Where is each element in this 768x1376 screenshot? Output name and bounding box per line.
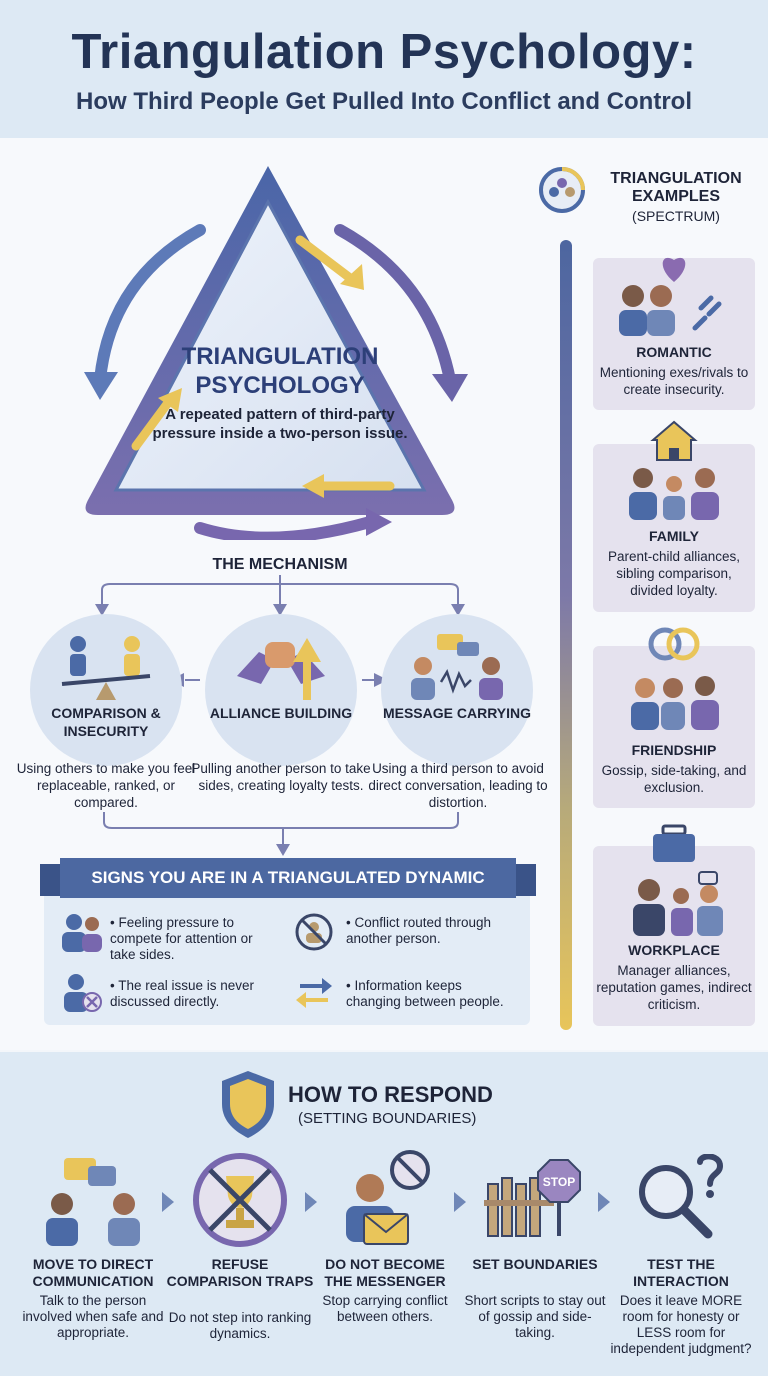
step-description: Talk to the person involved when safe an… (22, 1293, 164, 1340)
inner-arrow-left (131, 395, 175, 451)
mechanism-comparison: COMPARISON & INSECURITY (30, 614, 182, 766)
step-title: REFUSE COMPARISON TRAPS (166, 1256, 314, 1289)
conversation-icon (46, 1158, 140, 1246)
page-title: Triangulation Psychology: (71, 25, 697, 79)
mechanism-label: ALLIANCE BUILDING (209, 705, 353, 721)
step-chevron (454, 1192, 466, 1212)
step-description: Does it leave MORE room for honesty or L… (610, 1293, 752, 1356)
mechanism-alliance: ALLIANCE BUILDING (205, 614, 357, 766)
mechanism-label: MESSAGE CARRYING (382, 705, 532, 721)
mechanism-description: Using others to make you feel replaceabl… (16, 761, 196, 810)
example-label: ROMANTIC (636, 344, 712, 360)
fence-stop-icon: STOP (484, 1159, 581, 1237)
step-title: MOVE TO DIRECT COMMUNICATION (32, 1256, 154, 1289)
example-card-friendship: FRIENDSHIP Gossip, side-taking, and excl… (593, 627, 755, 808)
step-description: Do not step into ranking dynamics. (168, 1310, 312, 1341)
triangle-inner (113, 198, 427, 492)
blocked-person-icon (295, 913, 333, 951)
mechanism-message: MESSAGE CARRYING (381, 614, 533, 766)
step-title: SET BOUNDARIES (472, 1256, 598, 1272)
step-chevron (162, 1192, 174, 1212)
rings-friends-icon (631, 627, 719, 730)
magnifier-question-icon (639, 1154, 724, 1239)
shield-icon (222, 1071, 274, 1138)
example-description: Manager alliances, reputation games, ind… (596, 963, 752, 1012)
signs-title: SIGNS YOU ARE IN A TRIANGULATED DYNAMIC (60, 858, 516, 898)
briefcase-team-icon (633, 824, 723, 936)
step-description: Short scripts to stay out of gossip and … (464, 1293, 606, 1340)
mechanism-label: COMPARISON & INSECURITY (51, 705, 161, 739)
mechanism-description: Pulling another person to take sides, cr… (191, 761, 371, 793)
step-description: Stop carrying conflict between others. (322, 1293, 448, 1324)
person-x-icon (64, 974, 102, 1012)
example-label: FAMILY (648, 528, 700, 544)
sign-item: • Conflict routed through another person… (346, 915, 492, 946)
step-title: DO NOT BECOME THE MESSENGER (324, 1256, 446, 1289)
page-subtitle: How Third People Get Pulled Into Conflic… (76, 88, 692, 115)
examples-subtitle: (SPECTRUM) (632, 208, 720, 224)
triangle-description: A repeated pattern of third-party pressu… (152, 406, 408, 442)
example-description: Gossip, side-taking, and exclusion. (601, 763, 747, 795)
examples-title: TRIANGULATION EXAMPLES (610, 170, 742, 205)
step-title: TEST THE INTERACTION (633, 1256, 729, 1289)
no-messenger-icon (346, 1150, 430, 1245)
house-family-icon (629, 420, 719, 520)
mechanism-title: THE MECHANISM (212, 556, 348, 573)
triangle-diagram (84, 166, 468, 540)
handshake-icon (237, 638, 325, 700)
cycle-arrow-right (334, 224, 456, 386)
cycle-arrow-bottom (194, 516, 376, 540)
step-chevron (598, 1192, 610, 1212)
no-trophy-icon (193, 1153, 287, 1247)
respond-subtitle: (SETTING BOUNDARIES) (298, 1110, 477, 1127)
triangle-title: TRIANGULATION PSYCHOLOGY (181, 343, 379, 399)
inner-arrow-right (295, 235, 355, 283)
example-description: Mentioning exes/rivals to create insecur… (599, 365, 749, 397)
example-description: Parent-child alliances, sibling comparis… (607, 549, 741, 598)
message-carry-icon (411, 634, 503, 700)
spectrum-timeline (560, 240, 572, 1030)
sign-item: • Information keeps changing between peo… (346, 978, 504, 1009)
example-card-workplace: WORKPLACE Manager alliances, reputation … (593, 824, 755, 1026)
balance-scale-icon (61, 636, 151, 700)
sign-item: • The real issue is never discussed dire… (110, 978, 255, 1009)
exchange-arrows-icon (296, 978, 332, 1008)
sign-item: • Feeling pressure to compete for attent… (110, 915, 253, 962)
example-card-family: FAMILY Parent-child alliances, sibling c… (593, 420, 755, 612)
stop-sign-text: STOP (543, 1175, 575, 1189)
heart-couple-icon (619, 257, 722, 336)
example-card-romantic: ROMANTIC Mentioning exes/rivals to creat… (593, 257, 755, 410)
step-chevron (305, 1192, 317, 1212)
signs-panel (44, 880, 530, 1025)
example-label: FRIENDSHIP (631, 742, 717, 758)
example-label: WORKPLACE (628, 942, 720, 958)
respond-title: HOW TO RESPOND (288, 1082, 493, 1107)
group-circle-icon (539, 167, 585, 213)
header: Triangulation Psychology: How Third Peop… (0, 0, 768, 138)
two-people-icon (62, 914, 102, 952)
mechanism-description: Using a third person to avoid direct con… (368, 761, 548, 810)
cycle-arrow-left (94, 224, 206, 386)
